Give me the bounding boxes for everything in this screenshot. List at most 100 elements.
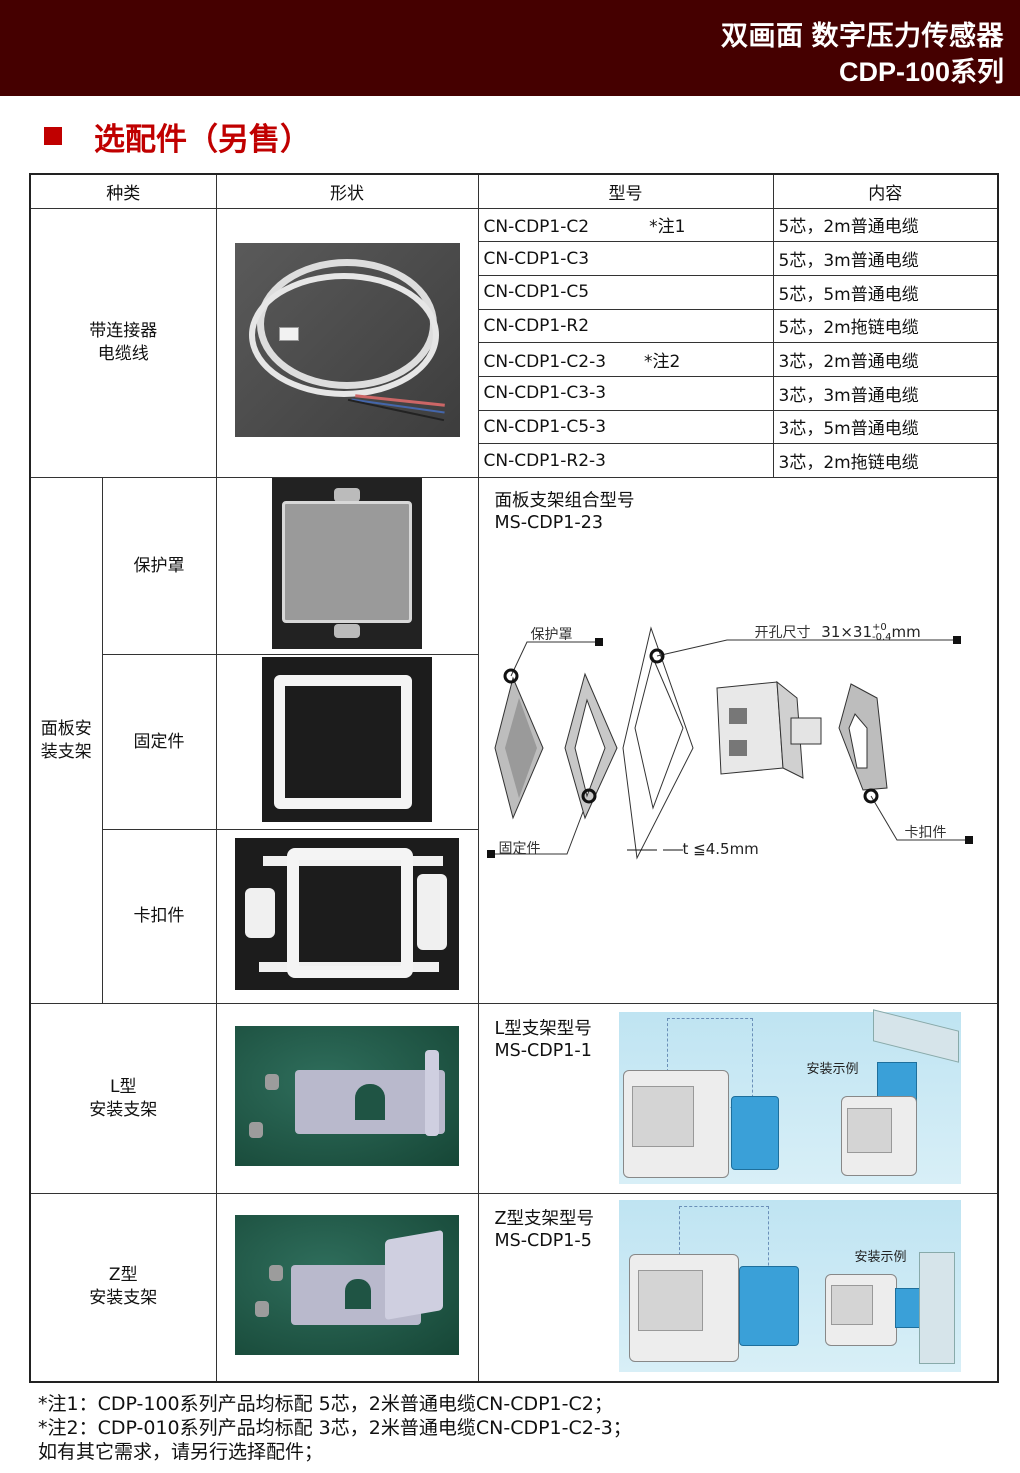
table-header-row: 种类 形状 型号 内容 (29, 173, 999, 209)
diagram-label-fixing: 固定件 (498, 841, 541, 857)
category-text: 安装支架 (89, 1288, 158, 1309)
shape-cell-cover (215, 477, 479, 655)
desc-cell: 3芯，5m普通电缆 (772, 409, 999, 445)
model-label-text: Z型支架型号 (494, 1209, 595, 1229)
desc-cell: 3芯，2m普通电缆 (772, 342, 999, 377)
model-cell: CN-CDP1-R2-3 (477, 443, 774, 478)
model-cell: CN-CDP1-C2 *注1 (477, 207, 774, 243)
cutout-tol-upper: +0 (872, 621, 887, 633)
cutout-value: 31×31 (821, 623, 873, 641)
part-name-cover: 保护罩 (101, 477, 217, 655)
diagram-label-clip: 卡扣件 (904, 825, 947, 841)
header-title-line2: CDP-100系列 (838, 57, 1004, 87)
combo-label-text: 面板支架组合型号 (494, 491, 635, 511)
category-text: 面板安 (40, 718, 92, 739)
category-cable: 带连接器 电缆线 (29, 207, 217, 478)
footnote-3: 如有其它需求，请另行选择配件； (38, 1441, 324, 1463)
desc-cell: 5芯，2m普通电缆 (772, 207, 999, 243)
note-tag: *注1 (649, 217, 686, 238)
footnote-1: *注1：CDP-100系列产品均标配 5芯，2米普通电缆CN-CDP1-C2； (38, 1393, 613, 1415)
desc-cell: 5芯，2m拖链电缆 (772, 308, 999, 344)
model-label-text: L型支架型号 (494, 1019, 592, 1039)
exploded-view-icon (486, 626, 973, 860)
col-header-shape: 形状 (215, 173, 479, 209)
z-bracket-info-cell: Z型支架型号 MS-CDP1-5 安装示例 (477, 1193, 999, 1382)
z-bracket-model-label: Z型支架型号 MS-CDP1-5 (495, 1208, 595, 1252)
table-row: CN-CDP1-R2 5芯，2m拖链电缆 (30, 308, 999, 344)
panel-combo-cell: 面板支架组合型号 MS-CDP1-23 (477, 477, 999, 1004)
accessories-table: 种类 形状 型号 内容 带连接器 电缆线 CN-CDP1-C2 *注1 5芯，2m… (29, 173, 999, 1383)
section-title: 选配件（另售） (44, 116, 311, 158)
note-tag: *注2 (644, 352, 681, 373)
footnotes: *注1：CDP-100系列产品均标配 5芯，2米普通电缆CN-CDP1-C2； … (38, 1392, 632, 1464)
model-cell: CN-CDP1-C2-3 *注2 (477, 342, 774, 377)
shape-cell-z-bracket (215, 1193, 479, 1382)
cutout-label: 开孔尺寸 (754, 625, 811, 641)
connector-cable-photo (234, 243, 460, 438)
z-bracket-mount-illustration: 安装示例 (618, 1200, 961, 1372)
col-header-content: 内容 (772, 173, 999, 209)
model-cell: CN-CDP1-R2 (477, 308, 774, 344)
l-bracket-info-cell: L型支架型号 MS-CDP1-1 安装示例 (477, 1003, 999, 1194)
fixing-frame-photo (262, 657, 432, 822)
shape-cell-l-bracket (215, 1003, 479, 1194)
shape-cell-cable (215, 207, 479, 478)
category-text: 安装支架 (89, 1099, 158, 1120)
model-cell: CN-CDP1-C5-3 (477, 409, 774, 445)
table-row: CN-CDP1-C5-3 3芯，5m普通电缆 (30, 409, 999, 445)
table-row: CN-CDP1-C5 5芯，5m普通电缆 (30, 274, 999, 310)
category-text: Z型 (108, 1265, 138, 1286)
part-name-fixing: 固定件 (101, 654, 217, 830)
l-bracket-model-label: L型支架型号 MS-CDP1-1 (495, 1018, 592, 1062)
example-label: 安装示例 (854, 1250, 907, 1265)
header-title-line1: 双画面 数字压力传感器 (720, 21, 1004, 51)
part-name-clip: 卡扣件 (101, 829, 217, 1004)
category-text: 带连接器 (89, 320, 158, 341)
desc-cell: 3芯，3m普通电缆 (772, 375, 999, 411)
model-number: MS-CDP1-1 (494, 1041, 592, 1061)
col-header-model: 型号 (477, 173, 774, 209)
l-bracket-mount-illustration: 安装示例 (618, 1009, 961, 1184)
diagram-label-cover: 保护罩 (530, 627, 573, 643)
square-bullet-icon (44, 127, 62, 145)
category-z-bracket: Z型 安装支架 (29, 1193, 217, 1382)
table-row: Z型 安装支架 Z型支架型号 MS-CDP1-5 安装示例 (29, 1193, 999, 1382)
desc-cell: 5芯，5m普通电缆 (772, 274, 999, 310)
table-row: CN-CDP1-C2-3 *注2 3芯，2m普通电缆 (30, 342, 999, 377)
footnote-2: *注2：CDP-010系列产品均标配 3芯，2米普通电缆CN-CDP1-C2-3… (38, 1417, 632, 1439)
category-panel-mount: 面板安 装支架 (29, 477, 103, 1004)
table-row: CN-CDP1-C3 5芯，3m普通电缆 (30, 241, 999, 276)
l-bracket-photo (235, 1026, 459, 1166)
combo-model-label: 面板支架组合型号 MS-CDP1-23 (495, 490, 635, 534)
model-cell: CN-CDP1-C3 (477, 241, 774, 276)
model-cell: CN-CDP1-C3-3 (477, 375, 774, 411)
shape-cell-fixing (215, 654, 479, 830)
col-header-type: 种类 (29, 173, 217, 209)
model-text: CN-CDP1-C2-3 (483, 352, 607, 373)
clip-photo (235, 838, 459, 990)
table-row: 卡扣件 (30, 829, 998, 1004)
category-l-bracket: L型 安装支架 (29, 1003, 217, 1194)
category-text: L型 (110, 1076, 137, 1097)
table-row: L型 安装支架 L型支架型号 MS-CDP1-1 安装示例 (29, 1003, 999, 1194)
desc-cell: 3芯，2m拖链电缆 (772, 443, 999, 478)
table-row: 带连接器 电缆线 CN-CDP1-C2 *注1 5芯，2m普通电缆 (29, 207, 999, 478)
cutout-tol-lower: -0.4 (872, 631, 892, 643)
table-row: 固定件 (30, 654, 998, 830)
model-text: CN-CDP1-C2 (483, 217, 590, 238)
model-cell: CN-CDP1-C5 (477, 274, 774, 310)
protective-cover-photo (272, 478, 422, 649)
example-label: 安装示例 (806, 1062, 859, 1077)
header-bar: 双画面 数字压力传感器 CDP-100系列 (0, 0, 1020, 96)
cutout-unit: mm (891, 623, 921, 641)
category-text: 装支架 (40, 741, 92, 762)
table-row: 面板安 装支架 保护罩 面板支架组合型号 MS-CDP1-23 (29, 477, 999, 1004)
z-bracket-photo (235, 1214, 459, 1355)
shape-cell-clip (215, 829, 479, 1004)
model-number: MS-CDP1-5 (494, 1231, 592, 1251)
desc-cell: 5芯，3m普通电缆 (772, 241, 999, 276)
combo-model-number: MS-CDP1-23 (494, 513, 604, 533)
category-text: 电缆线 (97, 343, 149, 364)
